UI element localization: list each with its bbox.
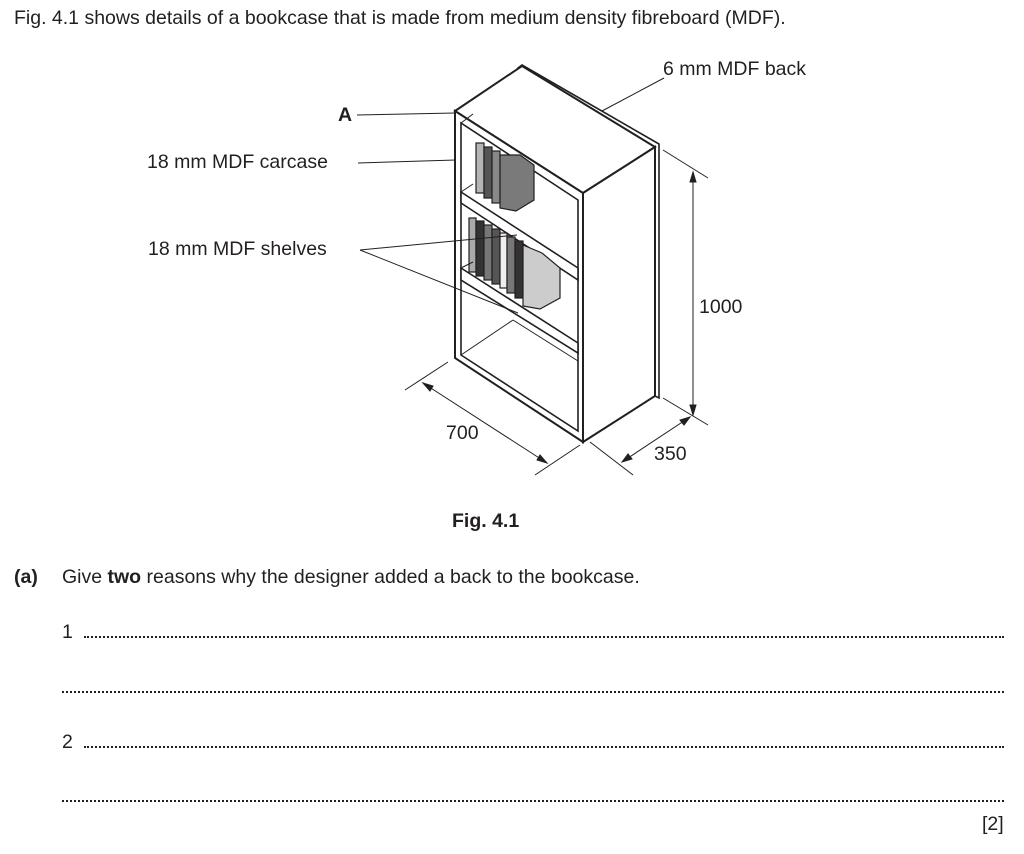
label-height: 1000 [699,296,743,318]
question-part: (a) [14,566,38,588]
shelf-lower [460,266,579,355]
answer-line-2b[interactable] [62,800,1004,802]
books-middle-shelf [468,217,561,310]
answer-number-2: 2 [62,731,73,753]
label-back: 6 mm MDF back [663,58,807,80]
question-emphasis: two [107,566,142,588]
dimension-lines [404,149,709,476]
books-top-shelf [475,142,535,212]
label-carcase: 18 mm MDF carcase [147,151,328,173]
question-text: Give two reasons why the designer added … [62,566,640,588]
label-depth: 350 [654,443,687,465]
leader-lines [356,77,665,314]
answer-number-1: 1 [62,621,73,643]
intro-text: Fig. 4.1 shows details of a bookcase tha… [14,7,786,29]
figure-caption: Fig. 4.1 [452,510,520,532]
question-text-end: reasons why the designer added a back to… [141,566,640,588]
question-text-start: Give [62,566,108,588]
label-width: 700 [446,422,479,444]
label-a: A [338,104,353,126]
answer-line-1b[interactable] [62,691,1004,693]
label-shelves: 18 mm MDF shelves [148,238,327,260]
answer-line-1a[interactable] [84,636,1004,638]
marks: [2] [982,813,1004,835]
answer-line-2a[interactable] [84,746,1004,748]
carcase-side [582,145,656,444]
